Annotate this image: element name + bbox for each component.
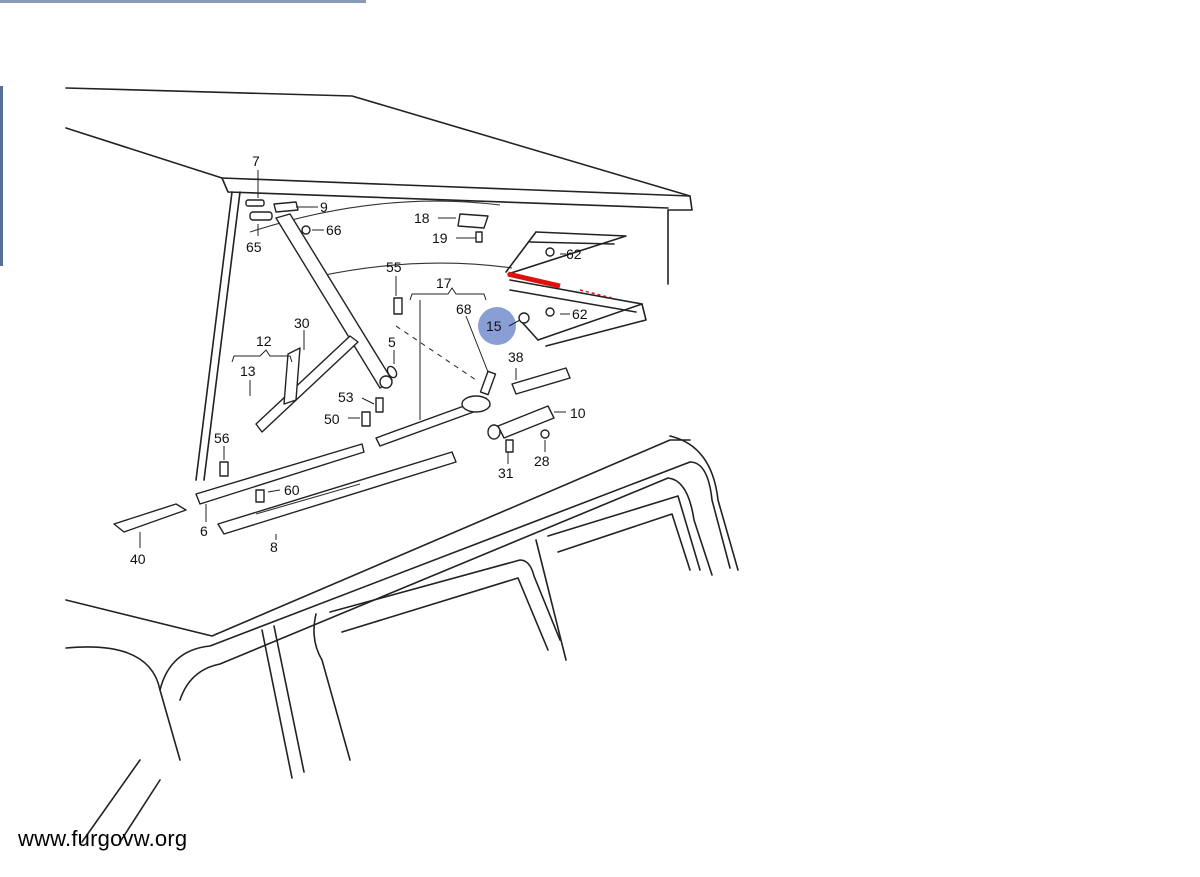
callout-68: 68 — [456, 301, 472, 317]
top-brackets — [245, 199, 489, 243]
bolts — [219, 397, 384, 503]
callout-65: 65 — [246, 239, 262, 255]
left-edge-bar — [0, 86, 3, 266]
callout-5: 5 — [388, 334, 396, 350]
callout-50: 50 — [324, 411, 340, 427]
leader-lines — [139, 170, 570, 548]
highlighted-strut — [507, 271, 561, 289]
callout-6: 6 — [200, 523, 208, 539]
callout-19: 19 — [432, 230, 448, 246]
callout-66: 66 — [326, 222, 342, 238]
callout-17: 17 — [436, 275, 452, 291]
callout-18: 18 — [414, 210, 430, 226]
callout-labels: 7 9 65 66 18 19 55 17 68 62 62 15 12 13 … — [130, 153, 588, 567]
rails — [113, 443, 457, 535]
watermark-text: www.furgovw.org — [18, 826, 188, 851]
callout-13: 13 — [240, 363, 256, 379]
callout-15: 15 — [486, 318, 502, 334]
callout-12: 12 — [256, 333, 272, 349]
callout-9: 9 — [320, 199, 328, 215]
callout-38: 38 — [508, 349, 524, 365]
callout-60: 60 — [284, 482, 300, 498]
roof-outline — [65, 87, 693, 481]
callout-31: 31 — [498, 465, 514, 481]
center-bar — [375, 297, 497, 447]
callout-55: 55 — [386, 259, 402, 275]
vehicle-body — [65, 435, 739, 843]
callout-7: 7 — [252, 153, 260, 169]
callout-28: 28 — [534, 453, 550, 469]
highlight-circle — [478, 307, 516, 345]
left-strut — [249, 211, 393, 433]
callout-53: 53 — [338, 389, 354, 405]
callout-62-upper: 62 — [566, 246, 582, 262]
callout-10: 10 — [570, 405, 586, 421]
top-edge-bar — [0, 0, 366, 3]
callout-62-lower: 62 — [572, 306, 588, 322]
callout-8: 8 — [270, 539, 278, 555]
scissor-frame — [505, 231, 647, 347]
gas-cylinder — [487, 367, 571, 453]
callout-56: 56 — [214, 430, 230, 446]
callout-40: 40 — [130, 551, 146, 567]
callout-30: 30 — [294, 315, 310, 331]
